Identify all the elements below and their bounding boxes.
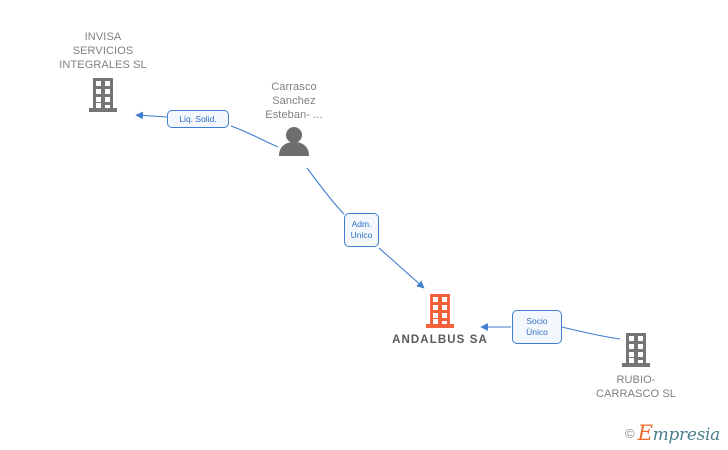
relation-label-adm-unico[interactable]: Adm. Unico [344,213,379,247]
node-person-label: Carrasco Sanchez Esteban- ... [265,81,323,121]
edge-person-to-adm-unico [306,167,345,215]
edge-liq-solid-to-invisa [135,111,168,120]
node-rubio-carrasco-label: RUBIO- CARRASCO SL [596,374,676,400]
node-person-carrasco[interactable]: Carrasco Sanchez Esteban- ... [214,80,374,156]
watermark-brand-initial: E [637,421,653,445]
relation-label-liq-solid[interactable]: Liq. Solid. [167,110,229,128]
watermark-brand: Empresia [637,421,721,445]
node-andalbus[interactable]: ANDALBUS SA [360,292,520,347]
copyright-icon: © [624,426,635,441]
building-icon [622,333,650,367]
node-invisa[interactable]: INVISA SERVICIOS INTEGRALES SL [23,30,183,114]
node-rubio-carrasco[interactable]: RUBIO- CARRASCO SL [556,331,716,401]
edge-adm-unico-to-andalbus [378,247,425,289]
node-andalbus-label: ANDALBUS SA [392,334,488,346]
relation-label-socio-unico[interactable]: Socio Único [512,310,562,344]
building-icon [89,78,117,112]
node-invisa-label: INVISA SERVICIOS INTEGRALES SL [59,31,147,71]
building-icon [426,294,454,328]
person-icon [279,127,309,156]
watermark-empresia: © Empresia [625,423,720,444]
watermark-brand-rest: mpresia [652,425,721,445]
